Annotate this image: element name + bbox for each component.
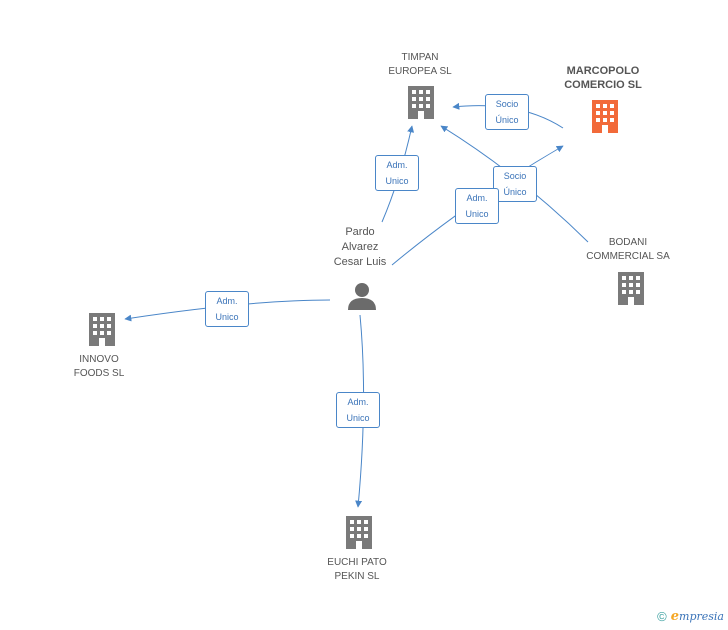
node-label-innovo[interactable]: INNOVO FOODS SL [73,354,125,379]
building-icon[interactable] [346,516,372,549]
brand-e: e [670,609,680,624]
person-icon[interactable] [348,283,376,310]
copyright-icon: © [657,609,667,624]
edge-badge-pardo-bodani[interactable]: Adm. Unico [455,188,499,224]
node-label-pardo[interactable]: Pardo Alvarez Cesar Luis [333,226,387,268]
edge-badge-pardo-innovo[interactable]: Adm. Unico [205,291,249,327]
node-label-euchi[interactable]: EUCHI PATO PEKIN SL [327,557,387,582]
edge-badge-pardo-euchi[interactable]: Adm. Unico [336,392,380,428]
edge-badge-pardo-timpan[interactable]: Adm. Unico [375,155,419,191]
building-icon[interactable] [408,86,434,119]
empresia-logo[interactable]: © empresia [657,609,724,624]
building-icon[interactable] [618,272,644,305]
edge-badge-bodani-marcopolo[interactable]: Socio Único [493,166,537,202]
edge-badge-marcopolo-timpan[interactable]: Socio Único [485,94,529,130]
node-label-bodani[interactable]: BODANI COMMERCIAL SA [586,237,670,262]
building-icon[interactable] [592,100,618,133]
brand-rest: mpresia [679,610,724,623]
node-label-timpan[interactable]: TIMPAN EUROPEA SL [388,52,452,77]
node-label-marcopolo[interactable]: MARCOPOLO COMERCIO SL [564,65,642,91]
building-icon[interactable] [89,313,115,346]
